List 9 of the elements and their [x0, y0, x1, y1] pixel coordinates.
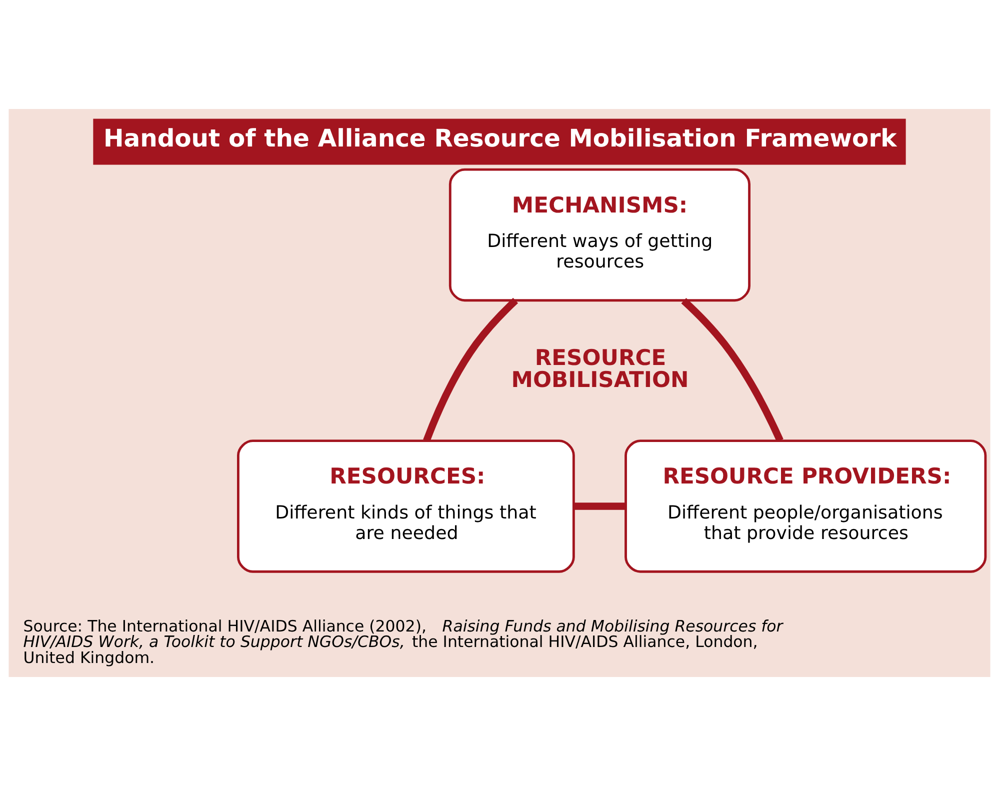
connector: [681, 297, 784, 442]
label: RESOURCE MOBILISATION: [511, 346, 689, 392]
diagram-title: Handout of the Alliance Resource Mobilisation Framework: [103, 124, 897, 152]
caption: Source: The International HIV/AIDS Alliance (2002), Raising Funds and Mobilising Resources for HIV/AIDS Work, a Toolkit to Support NGOs/CBOs, the International HIV/AIDS Alliance, London, United Kingdom.: [23, 616, 783, 666]
node-box: MECHANISMS: Different ways of getting resources: [448, 168, 750, 302]
connector: [423, 297, 518, 442]
node-box: RESOURCE PROVIDERS: Different people/organisations that provide resources: [624, 439, 987, 572]
connector: [574, 502, 626, 510]
node-box: RESOURCES: Different kinds of things that are needed: [237, 439, 575, 572]
